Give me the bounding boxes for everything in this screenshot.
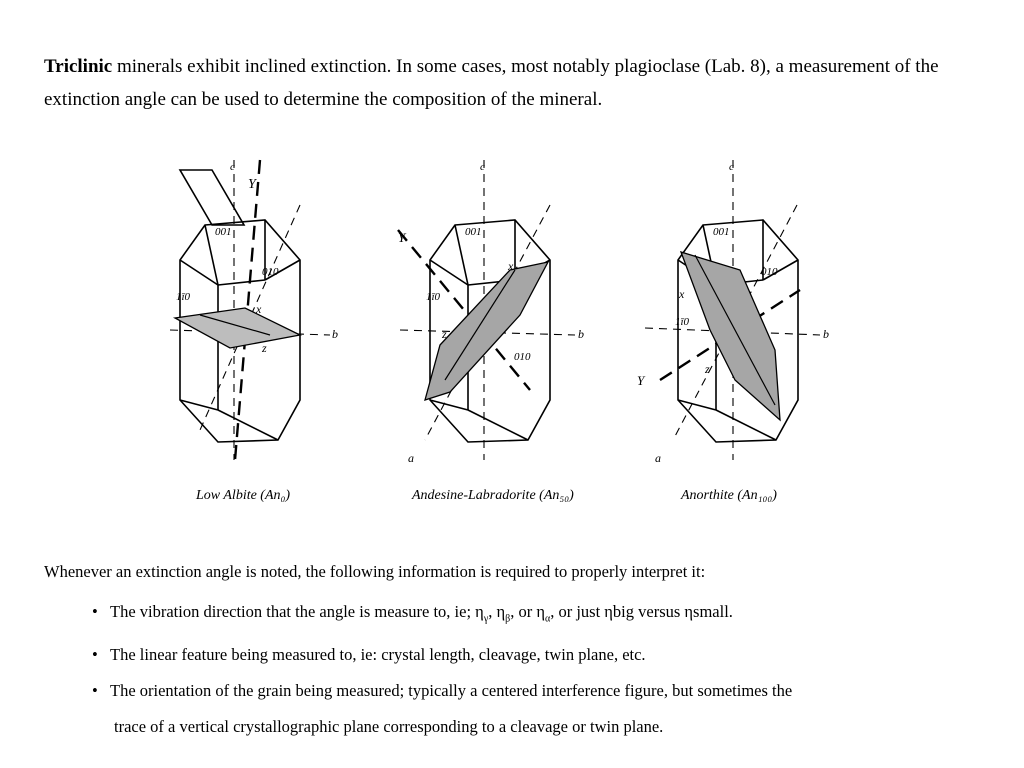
axis-label-z: z — [261, 341, 267, 355]
intro-paragraph: Triclinic minerals exhibit inclined exti… — [44, 50, 984, 116]
face-label-001: 001 — [215, 226, 232, 238]
axis-label-x: x — [255, 302, 262, 316]
axis-label-b: b — [823, 327, 829, 341]
list-item: • The linear feature being measured to, … — [88, 643, 968, 667]
axis-label-z: z — [441, 327, 447, 341]
requirements-list: • The vibration direction that the angle… — [88, 600, 968, 751]
axis-label-x: x — [678, 287, 685, 301]
axis-label-b: b — [578, 327, 584, 341]
axis-label-x: x — [507, 259, 514, 273]
caption-low-albite: Low Albite (An₀) — [196, 488, 291, 503]
face-label-110: 1ī0 — [675, 316, 690, 328]
face-label-010: 010 — [262, 266, 279, 278]
face-label-110: 1ī0 — [176, 291, 191, 303]
crystal-diagram-low-albite: c Y b 001 010 1ī0 x z Low Albite (An₀) — [160, 130, 350, 503]
axis-label-y: Y — [248, 177, 258, 192]
crystal-figures: c Y b 001 010 1ī0 x z Low Albite (An₀) — [160, 130, 880, 515]
axis-label-c: c — [729, 161, 734, 173]
bullet-icon: • — [92, 681, 98, 701]
intro-bold-term: Triclinic — [44, 56, 113, 77]
bullet-icon: • — [92, 602, 98, 621]
intro-text: minerals exhibit inclined extinction. In… — [44, 56, 939, 110]
face-label-010: 010 — [761, 266, 778, 278]
axis-label-y: Y — [637, 373, 646, 388]
crystal-diagram-andesine-labradorite: c Y b a 001 010 1ī0 x z Andesine-Labrado… — [390, 130, 600, 503]
caption-andesine-labradorite: Andesine-Labradorite (An₅₀) — [412, 488, 574, 503]
lead-sentence: Whenever an extinction angle is noted, t… — [44, 562, 706, 581]
list-item: • The orientation of the grain being mea… — [92, 681, 793, 737]
face-label-110: 1ī0 — [426, 291, 441, 303]
face-label-010: 010 — [514, 351, 531, 363]
axis-label-y: Y — [398, 230, 407, 245]
face-label-001: 001 — [713, 226, 730, 238]
axis-label-a: a — [408, 451, 414, 465]
axis-label-c: c — [480, 161, 485, 173]
axis-label-c: c — [230, 161, 235, 173]
axis-label-z: z — [704, 362, 710, 376]
caption-anorthite: Anorthite (An₁₀₀) — [681, 488, 777, 503]
axis-label-a: a — [655, 451, 661, 465]
crystal-diagram-anorthite: c Y b a 001 010 1ī0 x z Anorthite (An₁₀₀… — [635, 130, 845, 503]
axis-label-b: b — [332, 327, 338, 341]
face-label-001: 001 — [465, 226, 482, 238]
list-item: • The vibration direction that the angle… — [92, 602, 733, 625]
bullet-icon: • — [92, 645, 98, 665]
